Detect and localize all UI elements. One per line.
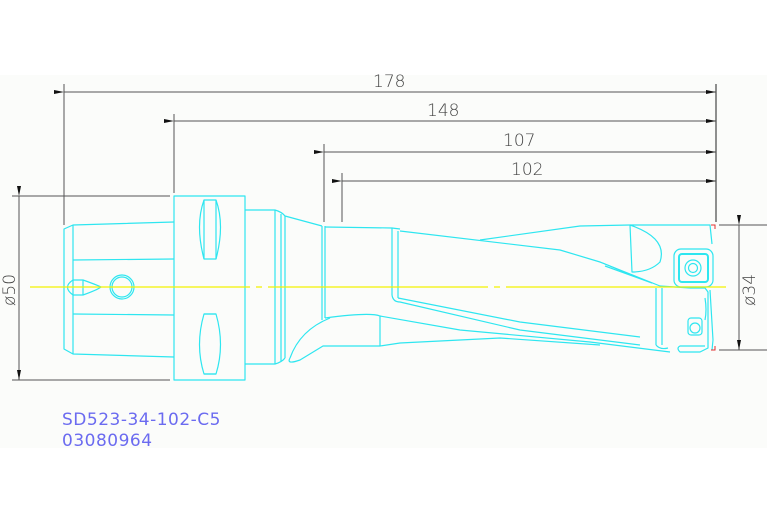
dim-148: 148 (427, 101, 459, 121)
diameter-dimensions (12, 186, 767, 381)
part-number-label: SD523-34-102-C5 (62, 410, 221, 430)
dim-phi34: ø34 (740, 274, 760, 306)
dim-107: 107 (503, 131, 535, 151)
upper-insert (673, 248, 714, 288)
dim-178: 178 (373, 72, 405, 92)
dim-102: 102 (511, 160, 543, 180)
dim-phi50: ø50 (0, 274, 20, 306)
order-code-label: 03080964 (62, 431, 153, 451)
length-dimensions (54, 84, 717, 225)
drawing-sheet (0, 75, 767, 448)
corner-markers (711, 224, 716, 351)
lower-insert-screw (687, 317, 703, 336)
drill-outline (63, 195, 714, 381)
